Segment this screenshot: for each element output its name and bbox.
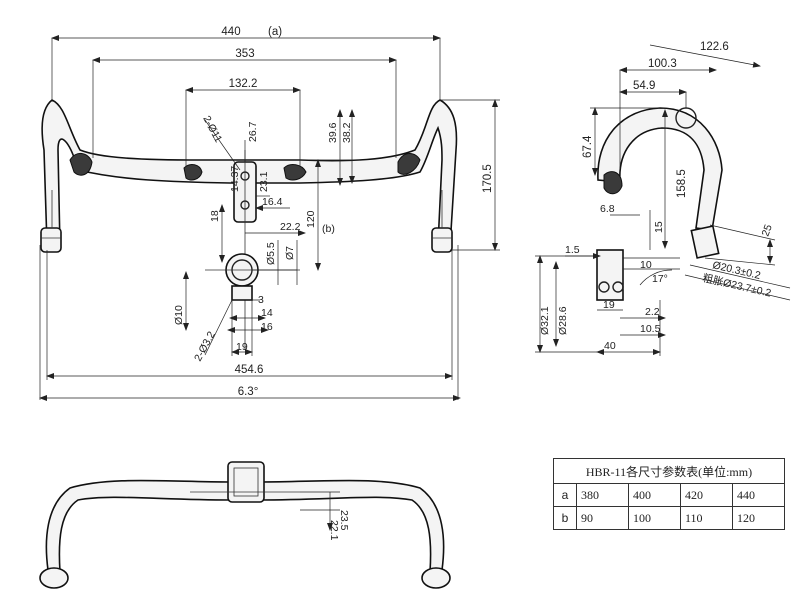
right-hood <box>397 153 421 175</box>
dim-clamp-width: 132.2 <box>229 78 258 90</box>
dim-w16-4: 16.4 <box>262 196 283 208</box>
dim-reach-total: 122.6 <box>700 41 729 53</box>
cell: 440 <box>732 483 785 507</box>
dim-d15: 15 <box>653 221 665 233</box>
dim-hood-height: 39.6 <box>327 122 339 143</box>
dim-height-top: 67.4 <box>582 135 594 158</box>
cell: 380 <box>576 483 629 507</box>
left-hood <box>69 153 93 176</box>
dim-d40: 40 <box>604 340 616 352</box>
dim-d10-side: 10 <box>640 259 652 271</box>
dim-d3: 3 <box>258 294 264 306</box>
dim-angle: 17° <box>652 273 668 285</box>
cell: 110 <box>680 506 733 530</box>
dim-d19-front: 19 <box>236 341 248 353</box>
dim-d6-8: 6.8 <box>600 203 615 215</box>
dim-flare-angle: 6.3° <box>238 386 259 398</box>
spec-table-caption: HBR-11各尺寸参数表(单位:mm) <box>553 458 785 484</box>
dim-reach-inner: 54.9 <box>633 80 655 92</box>
dim-rise: 38.2 <box>341 122 353 143</box>
left-cable-port <box>183 164 203 181</box>
dim-stem-w2: 23.1 <box>258 171 270 192</box>
table-row: b 90 100 110 120 <box>553 506 785 530</box>
spec-table: HBR-11各尺寸参数表(单位:mm) a 380 400 420 440 b … <box>553 458 785 530</box>
dim-ref-b: (b) <box>322 223 335 235</box>
side-handlebar-outline <box>597 107 723 231</box>
front-view: 440 (a) 353 132.2 2-Ø11 26.7 39.6 38.2 1… <box>39 26 500 401</box>
dim-bore: Ø7 <box>284 246 296 260</box>
left-drop-end <box>40 227 62 253</box>
row-label: b <box>553 506 577 530</box>
dim-d16: 16 <box>261 321 273 333</box>
cell: 100 <box>628 506 681 530</box>
dim-d1-5: 1.5 <box>565 244 580 256</box>
dim-hole-bottom: 2-Ø3.2 <box>192 329 218 363</box>
dim-reach-mid: 100.3 <box>648 58 677 70</box>
dim-d10-5: 10.5 <box>640 323 661 335</box>
dim-d25: 25 <box>760 223 775 238</box>
dim-clamp-inner: Ø28.6 <box>557 306 569 335</box>
cell: 400 <box>628 483 681 507</box>
row-label: a <box>553 483 577 507</box>
dim-side-drop: 158.5 <box>676 169 688 198</box>
dim-dia10: Ø10 <box>173 305 185 325</box>
dim-overall-width: 440 <box>221 26 240 38</box>
side-view: 122.6 100.3 54.9 67.4 158.5 6.8 15 1.5 1… <box>535 41 791 356</box>
dim-stem-len: 120 <box>305 210 317 228</box>
top-left-end <box>39 567 69 589</box>
dim-bolt: Ø5.5 <box>265 242 277 265</box>
dim-stem-height: 26.7 <box>247 121 259 142</box>
top-view: 22.1 23.5 <box>39 461 451 589</box>
dim-stem-body: 18 <box>209 210 221 222</box>
top-right-end <box>421 567 451 589</box>
dim-d19-side: 19 <box>603 299 615 311</box>
dim-d2-2: 2.2 <box>645 306 660 318</box>
dim-w22-2: 22.2 <box>280 221 301 233</box>
cell: 90 <box>576 506 629 530</box>
side-drop-end <box>690 225 720 259</box>
cell: 120 <box>732 506 785 530</box>
dim-ref-a: (a) <box>268 26 282 38</box>
dim-drop: 170.5 <box>482 164 494 193</box>
dim-top-width: 454.6 <box>235 364 264 376</box>
dim-top-1: 22.1 <box>328 520 340 541</box>
dim-hole-top: 2-Ø11 <box>200 114 224 145</box>
cell: 420 <box>680 483 733 507</box>
dim-clamp-outer: Ø32.1 <box>539 306 551 335</box>
dim-hood-width: 353 <box>235 48 254 60</box>
table-row: a 380 400 420 440 <box>553 483 785 507</box>
dim-top-2: 23.5 <box>338 510 350 531</box>
dim-stem-w1: 14.37 <box>229 166 241 192</box>
dim-d14: 14 <box>261 307 273 319</box>
right-drop-end <box>431 227 453 253</box>
right-cable-port <box>283 164 307 181</box>
